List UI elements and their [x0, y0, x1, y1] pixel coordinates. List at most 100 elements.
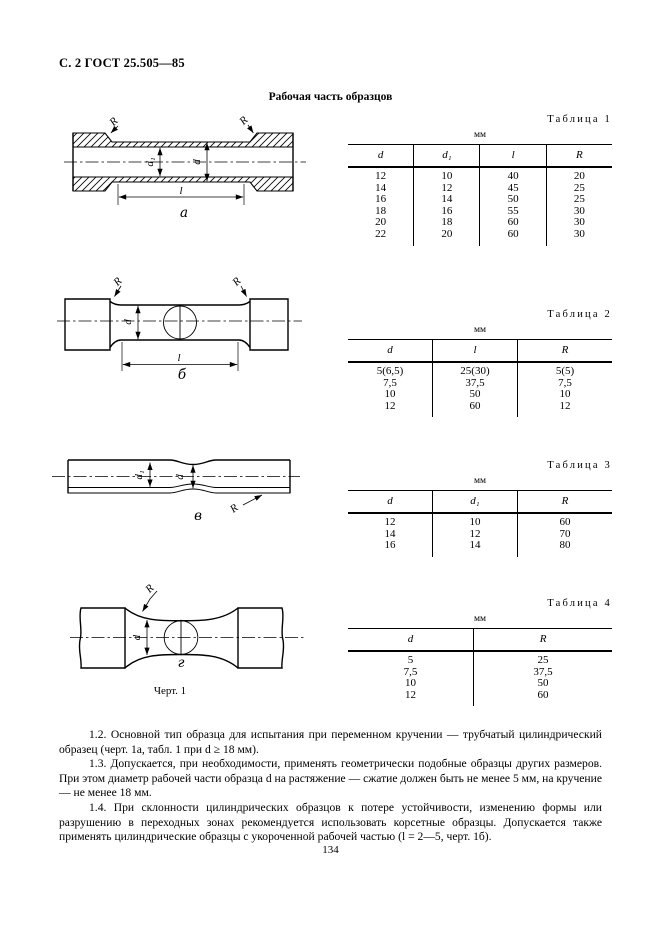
table-cell: 12 [375, 170, 387, 182]
table-cell: 60 [516, 513, 612, 529]
figure-g-label: г [178, 655, 185, 671]
dim-label-r: R [227, 502, 241, 516]
page-header: С. 2 ГОСТ 25.505—85 [59, 56, 185, 70]
table-rule-extension [348, 240, 612, 246]
table-cell: 25 [545, 182, 612, 195]
table-cell: 50 [473, 678, 612, 690]
table-cell: 60 [473, 689, 612, 702]
figure-caption: Черт. 1 [153, 685, 187, 697]
table-cell: 5(5) [516, 362, 612, 378]
table-caption: Таблица 2 [547, 309, 612, 320]
dimension-l: l [117, 184, 245, 205]
table-caption: Таблица 1 [547, 114, 612, 125]
dimension-l: l [121, 342, 239, 371]
radius-callout-right: R [230, 275, 247, 297]
dimension-d: d [174, 465, 196, 489]
table-cell: 16 [413, 205, 480, 218]
table-cell: 5 [407, 654, 414, 666]
radius-callout-right: R [237, 114, 254, 134]
dim-label-d1: d₁ [144, 157, 156, 167]
table-cell: 70 [516, 528, 612, 541]
figure-b-label: б [178, 367, 187, 383]
table-cell: 7,5 [383, 376, 397, 389]
dim-label-l: l [179, 185, 182, 197]
cross-section-circle [163, 304, 197, 341]
table-cell: 37,5 [473, 666, 612, 679]
table-cell: 60 [479, 228, 547, 241]
figure-a-label: а [180, 205, 188, 221]
table-cell: 20 [545, 167, 612, 183]
page-title: Рабочая часть образцов [268, 91, 393, 103]
figure-v-waisted-tube-drawing: d₁ d R в [52, 459, 300, 524]
column-header: d [348, 144, 414, 168]
column-header: l [431, 339, 518, 363]
cross-section-circle [163, 619, 199, 656]
table-row: 12 60 [348, 688, 612, 702]
tube-outline [52, 459, 300, 494]
table-cell: 20 [375, 216, 387, 229]
table-cell: 18 [375, 204, 387, 217]
table-cell: 37,5 [431, 377, 518, 390]
table-rule-extension [348, 412, 612, 418]
radius-callout-left: R [107, 115, 121, 134]
table-cell: 25 [545, 194, 612, 206]
column-header: d [348, 628, 474, 652]
table-cell: 10 [405, 677, 417, 690]
dimension-d: d [122, 305, 141, 340]
body-text: 1.2. Основной тип образца для испытания … [59, 728, 602, 845]
table-cell: 14 [431, 540, 518, 552]
table-cell: 14 [413, 194, 480, 206]
figure-v-label: в [194, 508, 202, 524]
figure-g-corset-specimen-drawing: d R г [70, 582, 305, 671]
table-cell: 30 [545, 228, 612, 241]
radius-callout: R [142, 582, 158, 612]
table-cell: 12 [405, 688, 417, 701]
table-cell: 55 [479, 205, 547, 218]
table-caption: Таблица 3 [547, 460, 612, 471]
table-cell: 60 [479, 217, 547, 229]
table-cell: 10 [431, 513, 518, 529]
table-cell: 10 [413, 167, 480, 183]
table-cell: 14 [384, 527, 396, 540]
table-cell: 30 [545, 205, 612, 218]
radius-callout: R [227, 494, 263, 516]
table-cell: 16 [375, 193, 387, 206]
column-header: d [348, 490, 433, 514]
table-cell: 50 [431, 389, 518, 401]
table-cell: 10 [516, 389, 612, 401]
specimen-outline [70, 607, 305, 669]
dim-label-d: d [191, 159, 203, 165]
paragraph-1-2: 1.2. Основной тип образца для испытания … [59, 728, 602, 756]
dim-label-d: d [131, 634, 143, 640]
table-unit: мм [473, 614, 487, 624]
column-header: d₁ [413, 144, 480, 168]
column-header: R [516, 490, 612, 514]
table-cell: 12 [413, 182, 480, 195]
radius-callout-left: R [111, 275, 125, 297]
table-cell: 80 [516, 540, 612, 552]
table-unit: мм [473, 325, 487, 335]
table-cell: 22 [375, 227, 387, 240]
